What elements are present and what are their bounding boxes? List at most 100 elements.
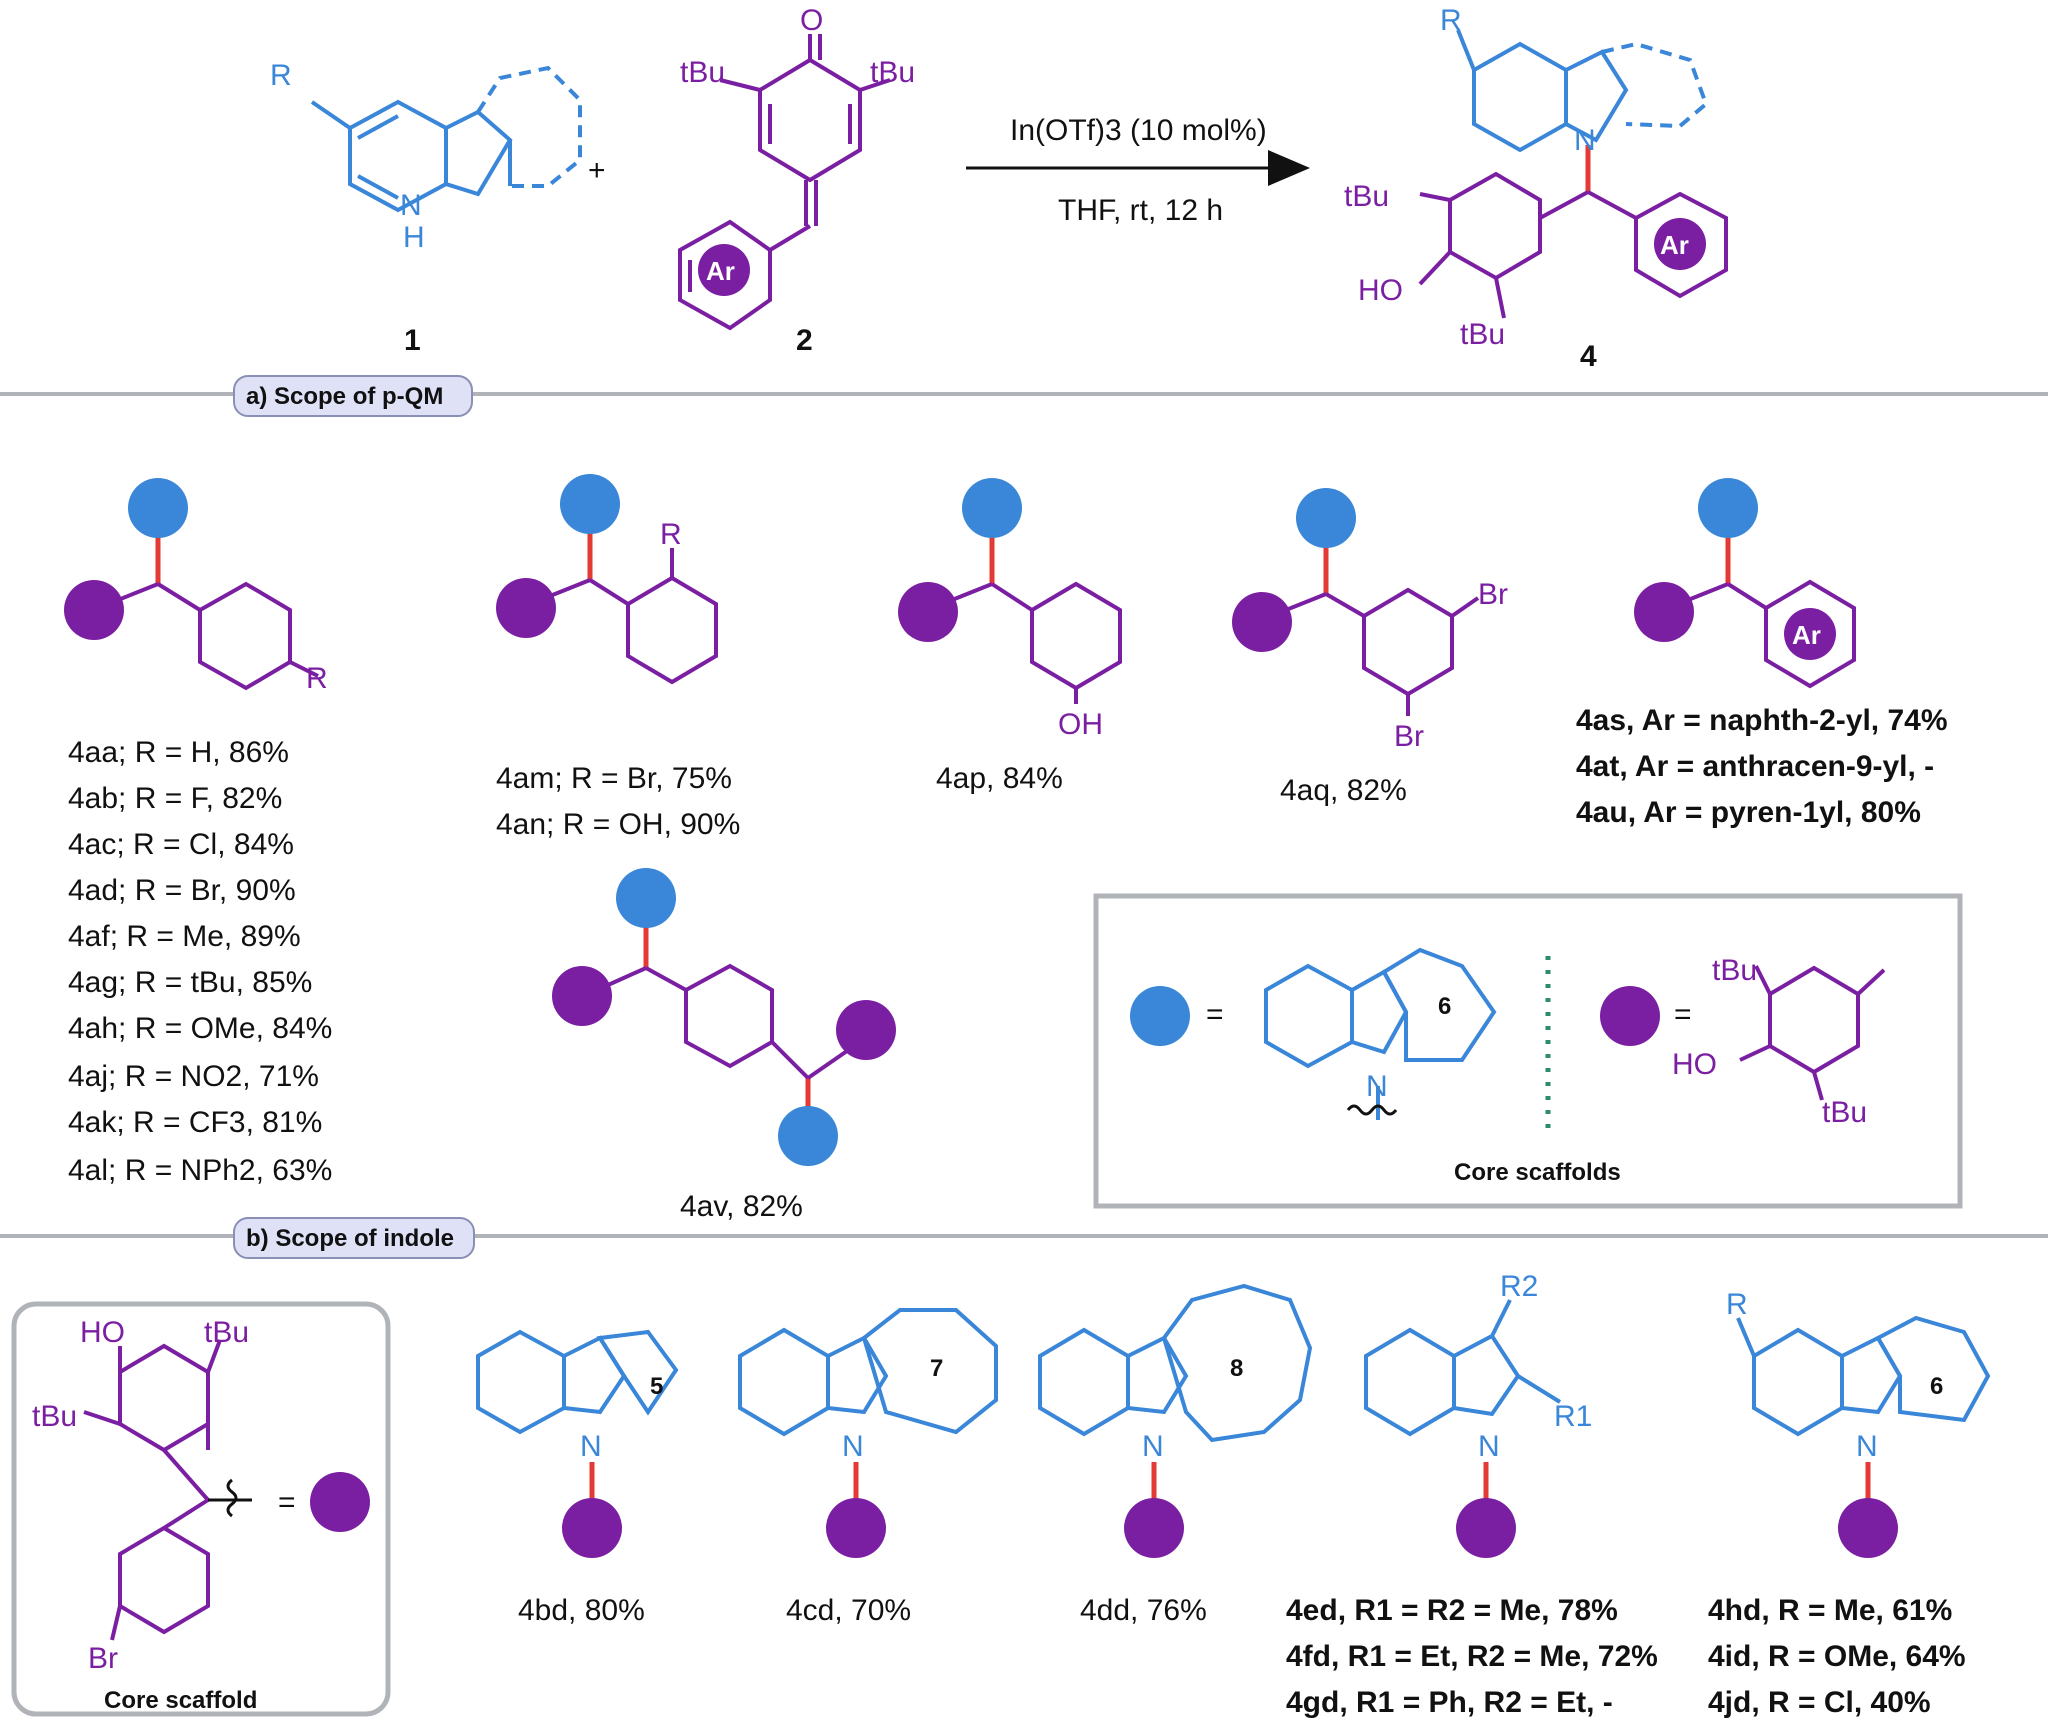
core-b-phenol-dot [310, 1472, 370, 1532]
core-eq-1: = [1206, 998, 1224, 1031]
av-phenol-dot-2 [836, 1000, 896, 1060]
col2-item: 4am; R = Br, 75% [496, 762, 732, 795]
col5-phenol-dot [1634, 582, 1694, 642]
plus-sign: + [588, 154, 606, 187]
core-b-ho: HO [80, 1316, 125, 1349]
core-phenol-tbu-bottom: tBu [1822, 1096, 1867, 1129]
ed-item: 4ed, R1 = R2 = Me, 78% [1286, 1594, 1618, 1627]
col1-item: 4ah; R = OMe, 84% [68, 1012, 332, 1045]
core-scaffold-b-box [11, 1301, 391, 1717]
ed-R1: R1 [1554, 1400, 1592, 1433]
section-a-badge [233, 375, 473, 417]
cd-structure [738, 1308, 998, 1437]
dd-ring: 8 [1230, 1355, 1243, 1382]
col2-phenol-dot [496, 578, 556, 638]
col4-item: 4aq, 82% [1280, 774, 1407, 807]
bd-N: N [580, 1430, 602, 1463]
label-2: 2 [796, 324, 813, 357]
bd-ring: 5 [650, 1373, 663, 1400]
hd-item: 4jd, R = Cl, 40% [1708, 1686, 1931, 1719]
col1-item: 4aj; R = NO2, 71% [68, 1060, 319, 1093]
dd-N: N [1142, 1430, 1164, 1463]
core-phenol-tbu-top: tBu [1712, 954, 1757, 987]
label-1: 1 [404, 324, 421, 357]
reagent-text: In(OTf)3 (10 mol%) [1010, 114, 1267, 147]
core-b-structure [83, 1339, 222, 1641]
ed-phenol-dot [1456, 1498, 1516, 1558]
col1-R: R [306, 662, 328, 695]
reactant-2-ar: Ar [706, 256, 735, 286]
col3-indole-dot [962, 478, 1022, 538]
product-N: N [1574, 124, 1596, 157]
hd-N: N [1856, 1430, 1878, 1463]
reactant-1-N: N [400, 189, 422, 222]
col1-item: 4af; R = Me, 89% [68, 920, 301, 953]
product-tbu-top: tBu [1344, 180, 1389, 213]
product-R: R [1440, 4, 1462, 37]
hd-structure [1736, 1315, 1991, 1437]
product-ho: HO [1358, 274, 1403, 307]
col1-item: 4ac; R = Cl, 84% [68, 828, 294, 861]
core-phenol-dot [1600, 986, 1660, 1046]
col4-Br-bottom: Br [1394, 720, 1424, 753]
bd-structure [476, 1329, 679, 1435]
conditions-text: THF, rt, 12 h [1058, 194, 1223, 227]
core-phenol-structure [1739, 965, 1886, 1101]
reactant-1-indole [310, 65, 582, 213]
dd-structure [1038, 1283, 1313, 1443]
core-b-wavy [226, 1478, 238, 1518]
col1-item: 4al; R = NPh2, 63% [68, 1154, 332, 1187]
col5-item: 4as, Ar = naphth-2-yl, 74% [1576, 704, 1948, 737]
col1-item: 4ad; R = Br, 90% [68, 874, 296, 907]
col3-OH: OH [1058, 708, 1103, 741]
dd-label: 4dd, 76% [1080, 1594, 1207, 1627]
label-4: 4 [1580, 340, 1597, 373]
col1-indole-dot [128, 478, 188, 538]
col4-structure [1265, 518, 1480, 716]
col1-item: 4ag; R = tBu, 85% [68, 966, 312, 999]
col5-ar: Ar [1792, 620, 1821, 650]
col1-item: 4aa; R = H, 86% [68, 736, 289, 769]
core-scaffolds-caption: Core scaffolds [1454, 1159, 1621, 1186]
product-4 [1418, 29, 1728, 319]
col2-R: R [660, 518, 682, 551]
core-indole-dot [1130, 986, 1190, 1046]
reactant-2-O: O [800, 4, 823, 37]
hd-item: 4hd, R = Me, 61% [1708, 1594, 1952, 1627]
col3-structure [931, 508, 1122, 704]
core-phenol-ho: HO [1672, 1048, 1717, 1081]
core-b-tbu-left: tBu [32, 1400, 77, 1433]
core-scaffold-b-caption: Core scaffold [104, 1687, 257, 1714]
core-b-eq: = [278, 1486, 296, 1519]
ed-item: 4gd, R1 = Ph, R2 = Et, - [1286, 1686, 1613, 1719]
bd-phenol-dot [562, 1498, 622, 1558]
col5-ar-badge [1784, 608, 1836, 660]
reactant-1-H: H [403, 221, 425, 254]
core-scaffolds-box [1093, 893, 1963, 1209]
cd-N: N [842, 1430, 864, 1463]
core-b-tbu-top: tBu [204, 1316, 249, 1349]
col1-phenol-dot [64, 580, 124, 640]
col1-item: 4ak; R = CF3, 81% [68, 1106, 322, 1139]
col5-structure [1667, 508, 1856, 689]
reactant-2-tbu-right: tBu [870, 56, 915, 89]
col1-structure [97, 508, 319, 691]
col-av-structure [587, 898, 862, 1138]
core-ring-6: 6 [1438, 993, 1451, 1020]
core-indole-N: N [1366, 1070, 1388, 1103]
section-a-title: a) Scope of p-QM [246, 383, 443, 410]
col3-item: 4ap, 84% [936, 762, 1063, 795]
product-tbu-bottom: tBu [1460, 318, 1505, 351]
reactant-2-pqm [678, 34, 891, 331]
reactant-2-ar-badge [698, 244, 750, 296]
col5-item: 4at, Ar = anthracen-9-yl, - [1576, 750, 1934, 783]
cd-ring: 7 [930, 1355, 943, 1382]
hd-R: R [1726, 1288, 1748, 1321]
hd-phenol-dot [1838, 1498, 1898, 1558]
ed-R2: R2 [1500, 1270, 1538, 1303]
product-ar: Ar [1660, 230, 1689, 260]
col-av-item: 4av, 82% [680, 1190, 803, 1223]
dd-phenol-dot [1124, 1498, 1184, 1558]
core-eq-2: = [1674, 998, 1692, 1031]
